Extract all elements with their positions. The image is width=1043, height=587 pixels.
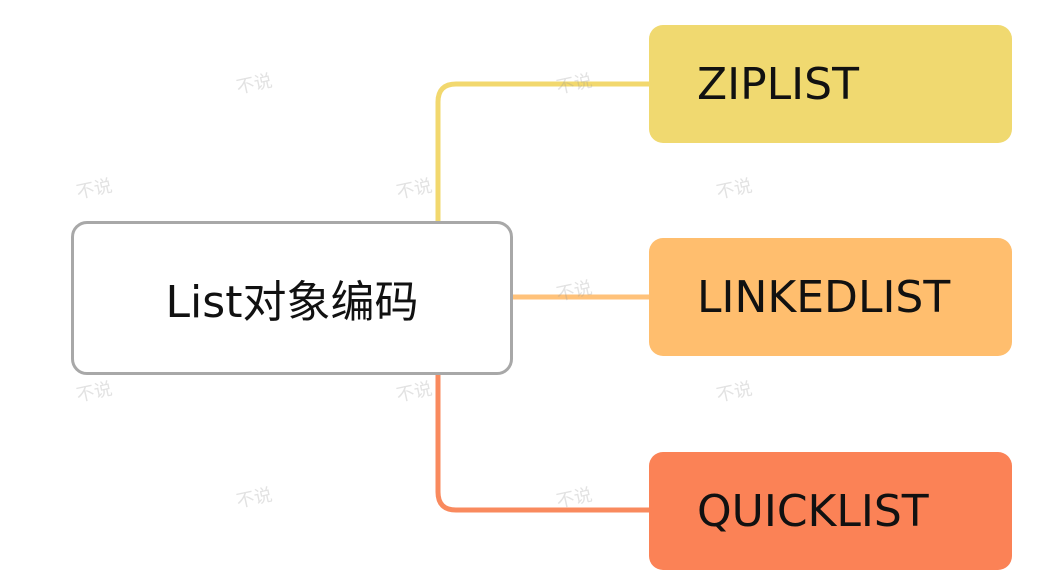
- root-node[interactable]: List对象编码: [71, 221, 513, 375]
- node-ziplist[interactable]: ZIPLIST: [649, 25, 1012, 143]
- node-quicklist[interactable]: QUICKLIST: [649, 452, 1012, 570]
- connector-quicklist: [435, 372, 652, 513]
- quicklist-label: QUICKLIST: [697, 485, 929, 537]
- ziplist-label: ZIPLIST: [697, 58, 859, 110]
- root-label: List对象编码: [165, 277, 419, 328]
- node-linkedlist[interactable]: LINKEDLIST: [649, 238, 1012, 356]
- connector-ziplist: [435, 81, 652, 224]
- linkedlist-label: LINKEDLIST: [697, 271, 951, 323]
